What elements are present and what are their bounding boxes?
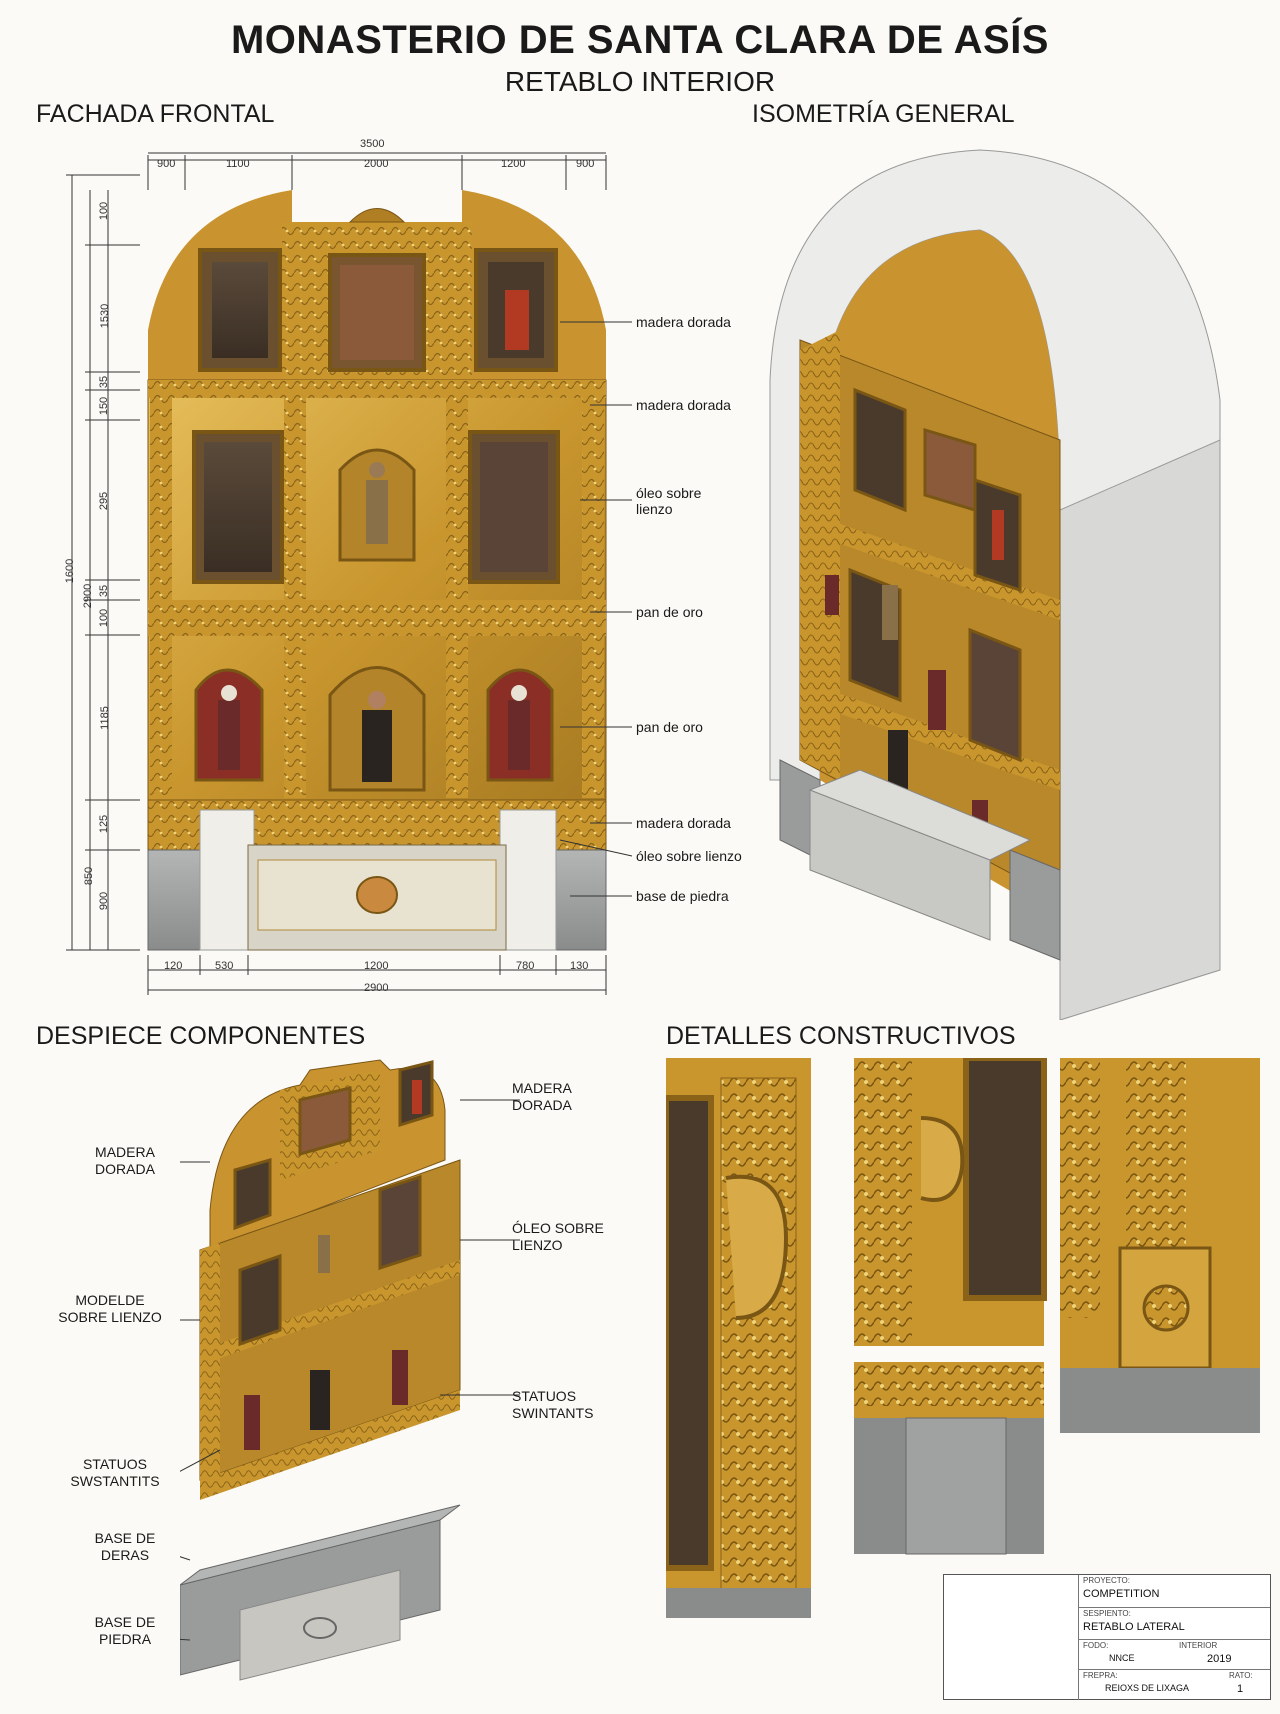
title-block: PROYECTO: COMPETITION SESPIENTO: RETABLO… [943,1574,1271,1700]
dim-bottom: 530 [215,960,234,972]
tb-value: 2019 [1207,1653,1232,1665]
dim-bottom: 120 [164,960,183,972]
tb-value: REIOXS DE LIXAGA [1105,1683,1190,1693]
dim-bottom: 780 [516,960,535,972]
section-title-details: DETALLES CONSTRUCTIVOS [666,1022,1016,1050]
tb-value: RETABLO LATERAL [1083,1621,1185,1633]
dim-left: 125 [98,814,111,834]
tb-value: NNCE [1109,1653,1135,1663]
front-label: base de piedra [636,888,729,904]
isometric-view [769,149,1221,1020]
front-label: pan de oro [636,719,703,735]
tb-key: FREPRA: [1083,1671,1118,1680]
tb-value: 1 [1237,1683,1244,1695]
dim-top: 1200 [501,158,526,170]
exploded-label-left: BASE DE DERAS [94,1530,156,1563]
dim-bottom-total: 2900 [364,982,389,994]
exploded-label-left: MADERA DORADA [95,1144,155,1177]
tb-key: INTERIOR [1179,1641,1218,1650]
detail-base [854,1362,1044,1555]
exploded-view [180,1059,520,1681]
dim-top: 2000 [364,158,389,170]
tb-value: COMPETITION [1083,1588,1160,1600]
tb-key: RATO: [1229,1671,1253,1680]
exploded-label-left: STATUOS SWSTANTITS [70,1456,160,1489]
dim-left: 35 [98,375,111,389]
section-title-front: FACHADA FRONTAL [36,100,275,128]
exploded-label-right: MADERA DORADA [512,1080,572,1113]
front-label: óleo sobre lienzo [636,485,702,517]
dim-left-mid: 2900 [82,583,95,609]
front-label: óleo sobre lienzo [636,848,742,864]
dim-top: 900 [157,158,176,170]
dim-left: 900 [98,891,111,911]
dim-top: 900 [576,158,595,170]
tb-key: FODO: [1083,1641,1109,1650]
dim-left: 1530 [99,303,112,329]
dim-bottom: 1200 [364,960,389,972]
front-label: madera dorada [636,397,731,413]
construction-details [666,1058,1260,1618]
detail-pedestal [1060,1058,1260,1433]
dim-left: 295 [98,491,111,511]
section-title-iso: ISOMETRÍA GENERAL [752,100,1015,128]
dim-left: 150 [98,396,111,416]
dim-left: 100 [98,201,111,221]
dim-left: 1185 [98,706,111,730]
exploded-label-left: BASE DE PIEDRA [94,1614,156,1647]
dim-left-total: 1600 [64,558,77,584]
dim-bottom: 130 [570,960,589,972]
exploded-label-right: STATUOS SWINTANTS [512,1388,594,1421]
dim-left: 35 [98,584,111,598]
detail-frame [854,1058,1047,1346]
dim-left-mid2: 850 [83,866,96,886]
dim-top-total: 3500 [360,138,385,150]
dim-top: 1100 [226,158,250,170]
page-title: MONASTERIO DE SANTA CLARA DE ASÍS [230,18,1049,62]
front-label: pan de oro [636,604,703,620]
tb-key: SESPIENTO: [1083,1609,1131,1618]
section-title-exploded: DESPIECE COMPONENTES [36,1022,366,1050]
front-label: madera dorada [636,314,731,330]
page-subtitle: RETABLO INTERIOR [504,66,776,97]
exploded-label-right: ÓLEO SOBRE LIENZO [512,1220,604,1253]
front-label: madera dorada [636,815,731,831]
exploded-label-left: MODELDE SOBRE LIENZO [58,1292,162,1325]
tb-key: PROYECTO: [1083,1576,1130,1585]
detail-column-bracket [666,1058,811,1618]
dim-left: 100 [98,608,111,628]
